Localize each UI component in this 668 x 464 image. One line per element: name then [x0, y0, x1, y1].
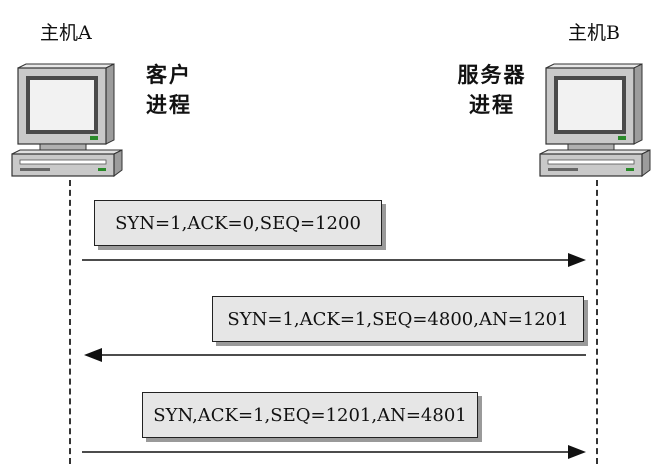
host-b-label: 主机B — [568, 22, 620, 44]
host-a-label: 主机A — [40, 22, 92, 44]
server-process-label: 服务器 进程 — [452, 60, 532, 120]
host-b-computer-icon — [539, 63, 651, 177]
host-a-timeline — [69, 180, 71, 464]
message-1-label: SYN=1,ACK=0,SEQ=1200 — [115, 213, 361, 234]
message-2-arrow — [84, 348, 586, 362]
host-b-timeline — [596, 180, 598, 464]
message-2-box: SYN=1,ACK=1,SEQ=4800,AN=1201 — [212, 296, 584, 342]
client-process-line-2: 进程 — [146, 93, 192, 117]
message-3-label: SYN,ACK=1,SEQ=1201,AN=4801 — [153, 405, 467, 426]
client-process-label: 客户 进程 — [146, 60, 192, 120]
message-1-box: SYN=1,ACK=0,SEQ=1200 — [94, 200, 382, 246]
host-a-computer-icon — [11, 63, 123, 177]
server-process-line-2: 进程 — [469, 93, 515, 117]
message-3-arrow — [82, 445, 586, 459]
message-1-arrow — [82, 253, 586, 267]
client-process-line-1: 客户 — [146, 63, 192, 87]
server-process-line-1: 服务器 — [457, 63, 527, 87]
message-2-label: SYN=1,ACK=1,SEQ=4800,AN=1201 — [227, 309, 569, 330]
message-3-box: SYN,ACK=1,SEQ=1201,AN=4801 — [142, 392, 478, 438]
